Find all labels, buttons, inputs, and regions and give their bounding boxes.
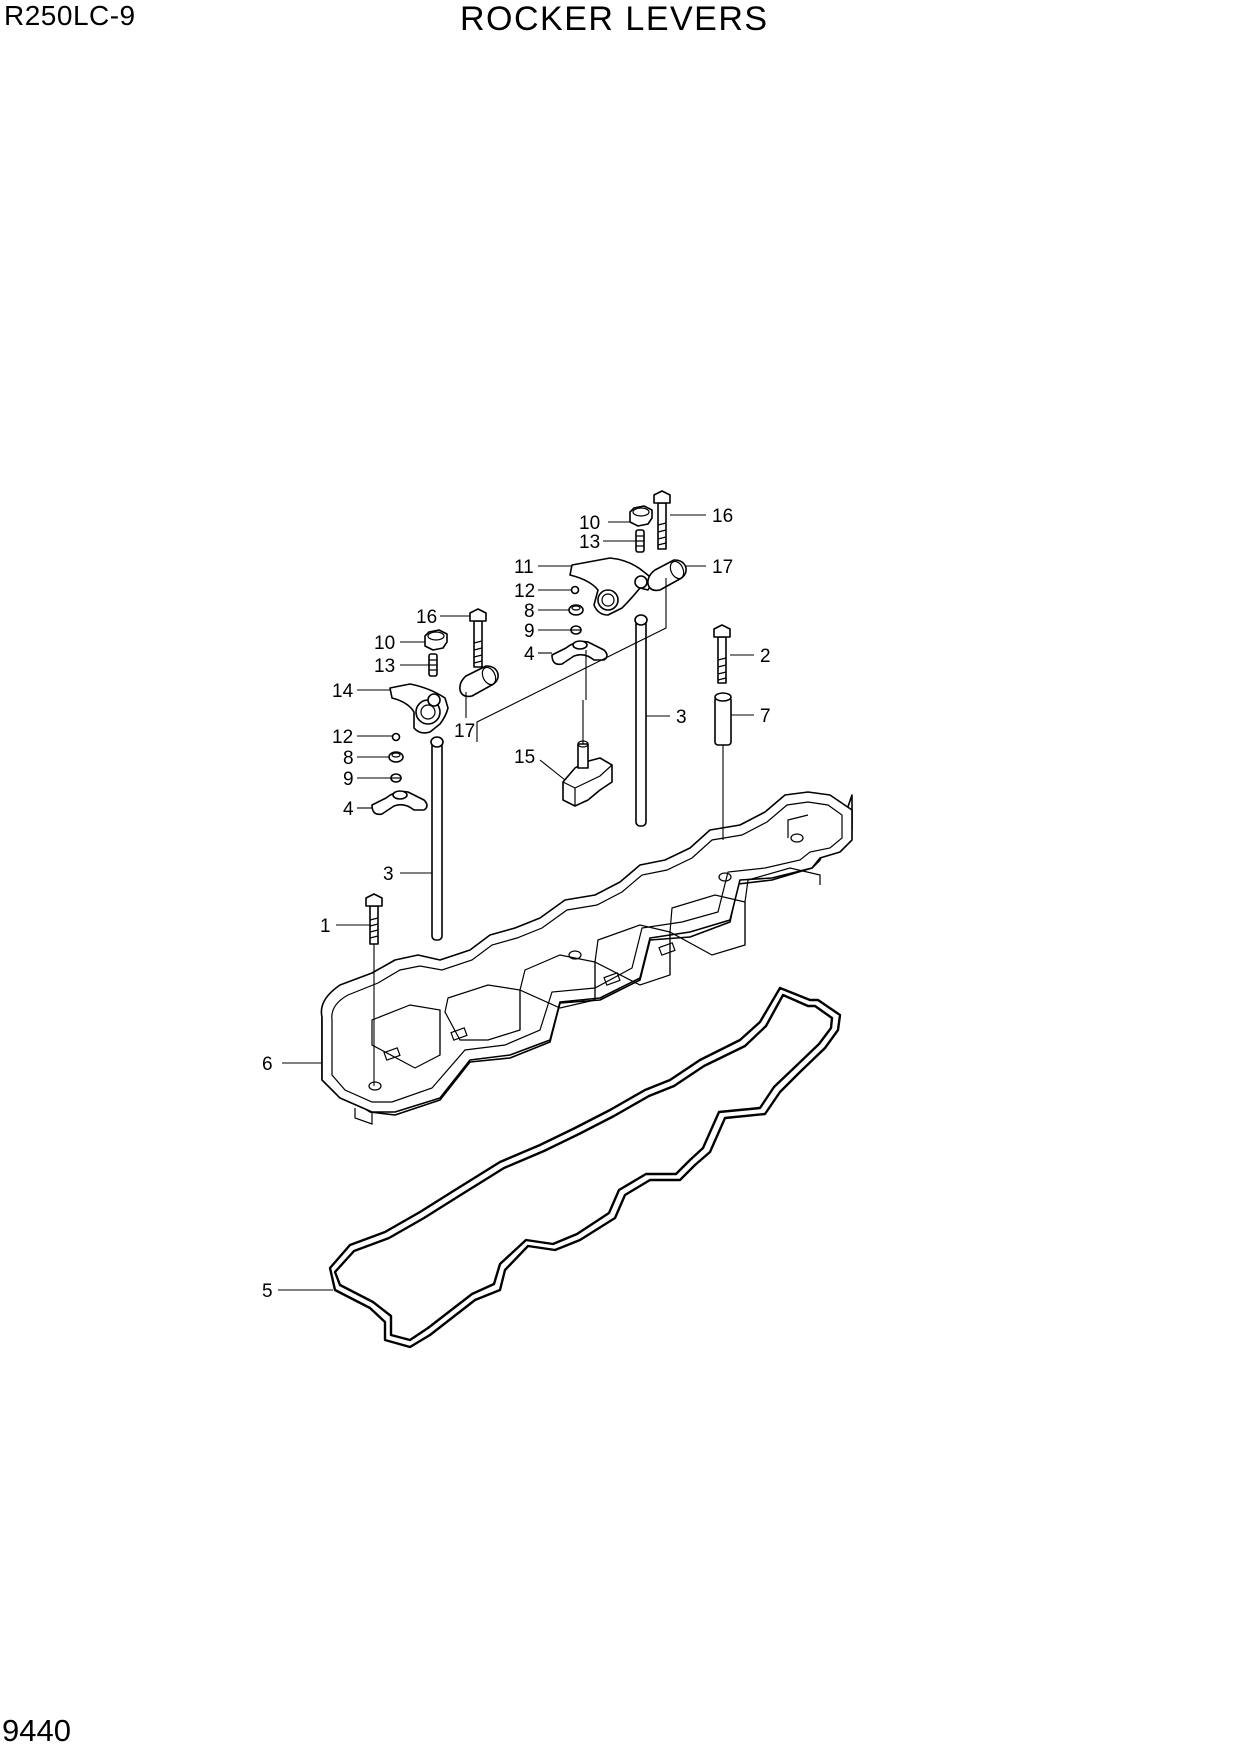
callout-17-left: 17	[454, 721, 475, 742]
callout-7: 7	[760, 706, 771, 727]
model-code: R250LC-9	[4, 0, 136, 31]
cap-9-right	[570, 625, 582, 635]
callout-16-right: 16	[712, 506, 733, 527]
rocker-cover-gasket	[328, 986, 842, 1349]
callout-4-right: 4	[524, 644, 535, 665]
callout-6: 6	[262, 1054, 273, 1075]
page-number: 9440	[2, 1713, 71, 1748]
assembly-guide-lines	[373, 578, 724, 1086]
bolt-2	[713, 624, 731, 684]
rocker-arm-14	[389, 683, 449, 734]
callout-3-left: 3	[383, 864, 394, 885]
page-title: ROCKER LEVERS	[460, 0, 769, 38]
bolt-1	[365, 893, 383, 945]
rocker-shaft-17-right	[647, 559, 687, 592]
callout-1: 1	[320, 916, 331, 937]
adjusting-screw-13-left	[428, 653, 438, 677]
callout-numbers: 10 16 13 11 17 12 8 9 4 16 10 13 2 14 3 …	[262, 506, 771, 1302]
sleeve-7	[714, 692, 732, 746]
callout-3-right: 3	[676, 707, 687, 728]
ball-12-right	[570, 585, 580, 595]
rocker-shaft-17-left	[459, 665, 499, 698]
callout-16-left: 16	[416, 607, 437, 628]
adjusting-screw-13-right	[635, 529, 645, 553]
callout-17-right: 17	[712, 557, 733, 578]
callout-11: 11	[514, 557, 534, 578]
callout-5: 5	[262, 1281, 273, 1302]
ball-12-left	[391, 732, 401, 742]
bolt-16-right	[653, 490, 671, 550]
bridge-4-right	[551, 640, 608, 666]
bolt-16-left	[469, 608, 487, 668]
callout-13-right: 13	[579, 532, 600, 553]
bridge-4-left	[371, 790, 428, 816]
cap-8-left	[388, 751, 404, 763]
callout-8-right: 8	[524, 601, 535, 622]
callout-13-left: 13	[374, 656, 395, 677]
push-rod-left	[430, 736, 444, 941]
nut-10-right	[629, 505, 653, 527]
cap-9-left	[390, 773, 402, 783]
callout-8-left: 8	[343, 748, 354, 769]
callout-12-right: 12	[514, 581, 535, 602]
callout-15: 15	[514, 747, 535, 768]
leader-lines	[278, 514, 754, 1291]
callout-9-right: 9	[524, 621, 535, 642]
callout-10-left: 10	[374, 633, 395, 654]
callout-12-left: 12	[332, 727, 353, 748]
callout-10-right: 10	[579, 513, 600, 534]
callout-4-left: 4	[343, 799, 354, 820]
rocker-support-15	[562, 740, 613, 807]
callout-14: 14	[332, 681, 354, 702]
rocker-cover	[320, 791, 853, 1125]
push-rod-right	[634, 614, 648, 827]
rocker-arm-11	[569, 557, 655, 616]
callout-9-left: 9	[343, 769, 354, 790]
callout-2: 2	[760, 646, 771, 667]
cap-8-right	[568, 604, 584, 616]
nut-10-left	[424, 629, 448, 651]
